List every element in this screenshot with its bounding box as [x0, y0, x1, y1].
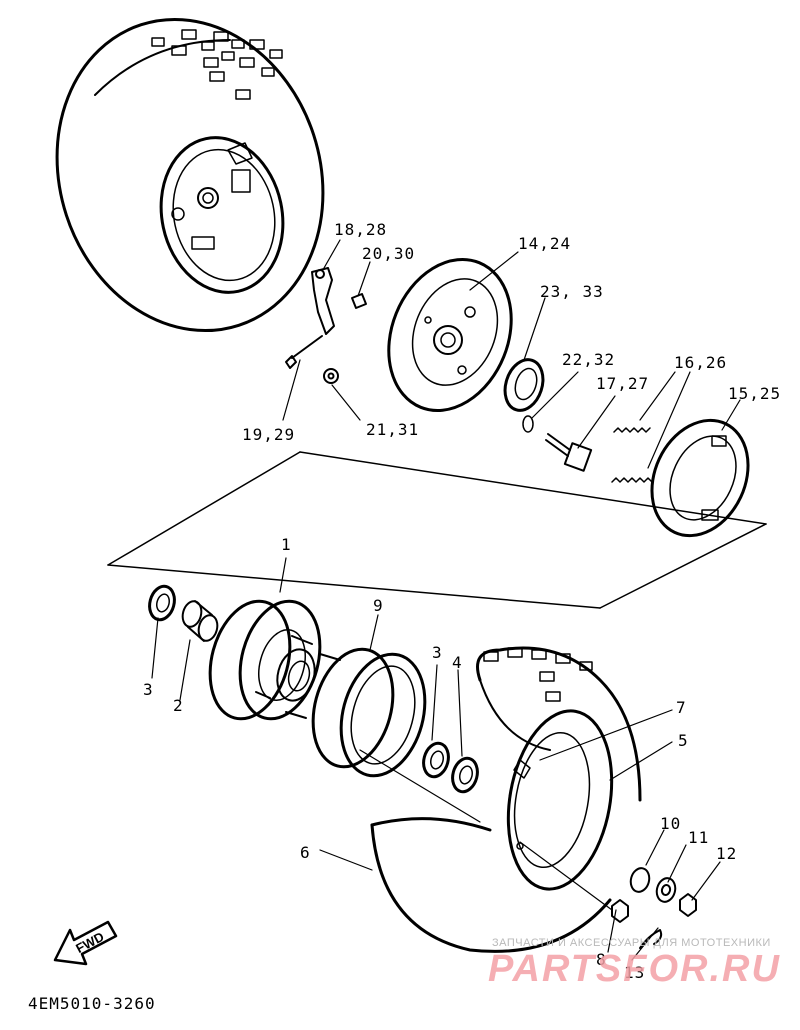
callout-10: 10 [660, 814, 682, 833]
callout-6: 6 [300, 843, 311, 862]
callout-12: 12 [716, 844, 738, 863]
wheel-rim [506, 709, 614, 891]
callout-1: 1 [281, 535, 292, 554]
wheel-hub [208, 599, 341, 721]
callout-8: 8 [596, 950, 607, 969]
fwd-arrow-icon [53, 920, 118, 966]
callout-20-30: 20,30 [362, 244, 416, 263]
brake-panel [387, 257, 513, 413]
tire-tread-lower [483, 647, 593, 702]
wheel-rim-band [311, 647, 427, 778]
watermark-tagline: ЗАПЧАСТИ И АКСЕССУАРЫ ДЛЯ МОТОТЕХНИКИ [492, 937, 771, 949]
callout-3-left: 3 [143, 680, 154, 699]
callout-9: 9 [373, 596, 384, 615]
callout-11: 11 [688, 828, 710, 847]
bearing-left [148, 584, 176, 622]
callout-14-24: 14,24 [518, 234, 572, 253]
brake-camshaft [545, 433, 593, 472]
tire-lower [370, 646, 642, 953]
callout-18-28: 18,28 [334, 220, 388, 239]
callout-4: 4 [452, 653, 463, 672]
o-ring [522, 415, 534, 433]
watermark-brand: PARTSFOR.RU [488, 948, 781, 990]
tire-assembly-top [55, 17, 325, 333]
brake-shoes [650, 418, 750, 538]
callout-3-right: 3 [432, 643, 443, 662]
callout-13: 13 [624, 963, 646, 982]
callout-7: 7 [676, 698, 687, 717]
spacer [181, 600, 219, 642]
callout-22-32: 22,32 [562, 350, 616, 369]
assembly-frame [107, 451, 767, 609]
bearing-right [422, 741, 450, 779]
callout-19-29: 19,29 [242, 425, 296, 444]
leader-lines [151, 239, 741, 961]
diagram-code: 4EM5010-3260 [28, 994, 156, 1013]
callout-23-33: 23, 33 [540, 282, 604, 301]
tire-tread-top [151, 29, 283, 100]
brake-springs [611, 427, 653, 483]
callout-21-31: 21,31 [366, 420, 420, 439]
oil-seal-lower [451, 756, 479, 794]
callout-16-26: 16,26 [674, 353, 728, 372]
callout-5: 5 [678, 731, 689, 750]
callout-17-27: 17,27 [596, 374, 650, 393]
oil-seal [503, 358, 545, 412]
brake-cam-arm [285, 267, 367, 384]
callout-2: 2 [173, 696, 184, 715]
washer-nut-set [611, 867, 697, 949]
callout-15-25: 15,25 [728, 384, 782, 403]
